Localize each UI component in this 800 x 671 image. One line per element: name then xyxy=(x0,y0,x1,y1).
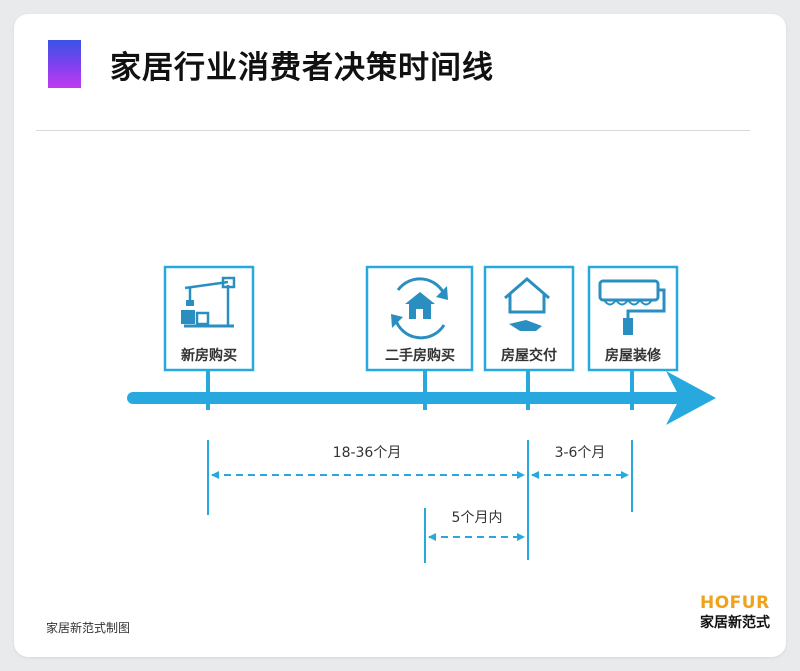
brand-logo-cn: 家居新范式 xyxy=(700,615,770,631)
timeline-arrow xyxy=(127,371,716,425)
milestone-label-renovation: 房屋装修 xyxy=(605,347,662,364)
title-accent-bar xyxy=(48,40,81,88)
construction-crane-icon xyxy=(181,276,236,328)
interval-label-5: 5个月内 xyxy=(452,510,503,526)
interval-label-3-6: 3-6个月 xyxy=(555,445,606,461)
timeline-ticks xyxy=(206,370,634,410)
milestone-label-delivery: 房屋交付 xyxy=(501,347,557,364)
interval-label-18-36: 18-36个月 xyxy=(333,445,402,461)
milestone-label-new-house: 新房购买 xyxy=(181,347,237,364)
interval-guides xyxy=(207,440,633,563)
milestone-label-resale-house: 二手房购买 xyxy=(385,347,455,364)
page-title: 家居行业消费者决策时间线 xyxy=(110,50,494,86)
title-divider xyxy=(36,130,750,131)
milestone-box-delivery xyxy=(483,265,575,372)
paint-roller-icon xyxy=(598,279,666,335)
credit-text: 家居新范式制图 xyxy=(46,621,131,635)
house-handover-icon xyxy=(504,277,550,331)
house-cycle-icon xyxy=(391,277,448,340)
brand-logo-en: HOFUR xyxy=(700,593,770,613)
